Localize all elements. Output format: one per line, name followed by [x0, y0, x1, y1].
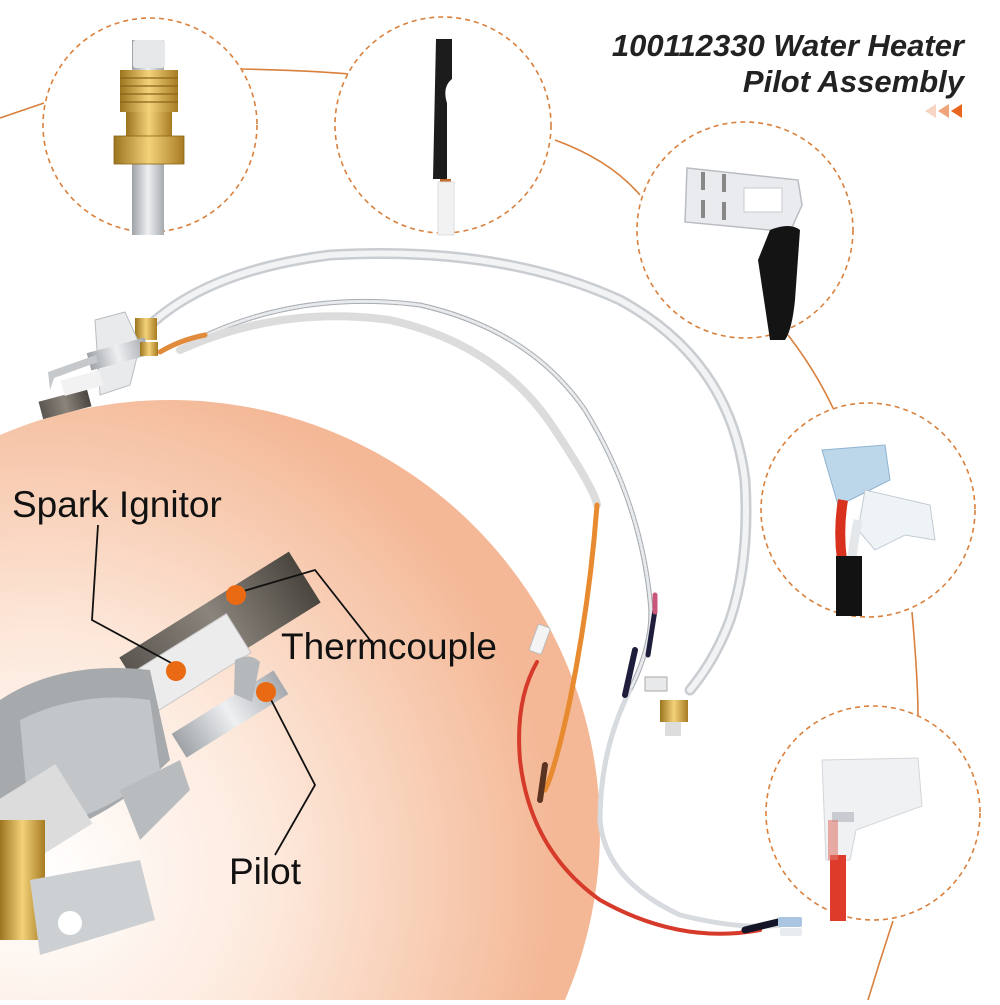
- assembly-tubes: [144, 247, 783, 936]
- callout-lines: [91, 524, 371, 856]
- callout-dots: [166, 585, 276, 702]
- title-line-2: Pilot Assembly: [742, 64, 964, 99]
- glow-backdrop: [0, 400, 600, 1005]
- callout-label-spark-ignitor: Spark Ignitor: [12, 484, 222, 525]
- arrow-left-icon: [951, 104, 962, 118]
- brass-fitting-detail: [113, 40, 185, 235]
- connector-lines: [0, 68, 919, 1001]
- callout-label-thermocouple: Thermcouple: [281, 626, 497, 667]
- red-wire-spade-connector-detail: [821, 757, 923, 921]
- page-title: 100112330 Water Heater Pilot Assembly: [612, 28, 964, 100]
- metal-connector-detail: [684, 167, 803, 340]
- thermocouple-tip-detail: [433, 39, 455, 236]
- dual-spade-connector-detail: [821, 444, 936, 616]
- pilot-assembly-head: [38, 311, 158, 420]
- arrow-left-icon: [938, 104, 949, 118]
- callout-label-pilot: Pilot: [229, 851, 301, 892]
- decorative-arrows-icon: [925, 104, 962, 118]
- arrow-left-icon: [925, 104, 936, 118]
- title-line-1: 100112330 Water Heater: [611, 28, 964, 63]
